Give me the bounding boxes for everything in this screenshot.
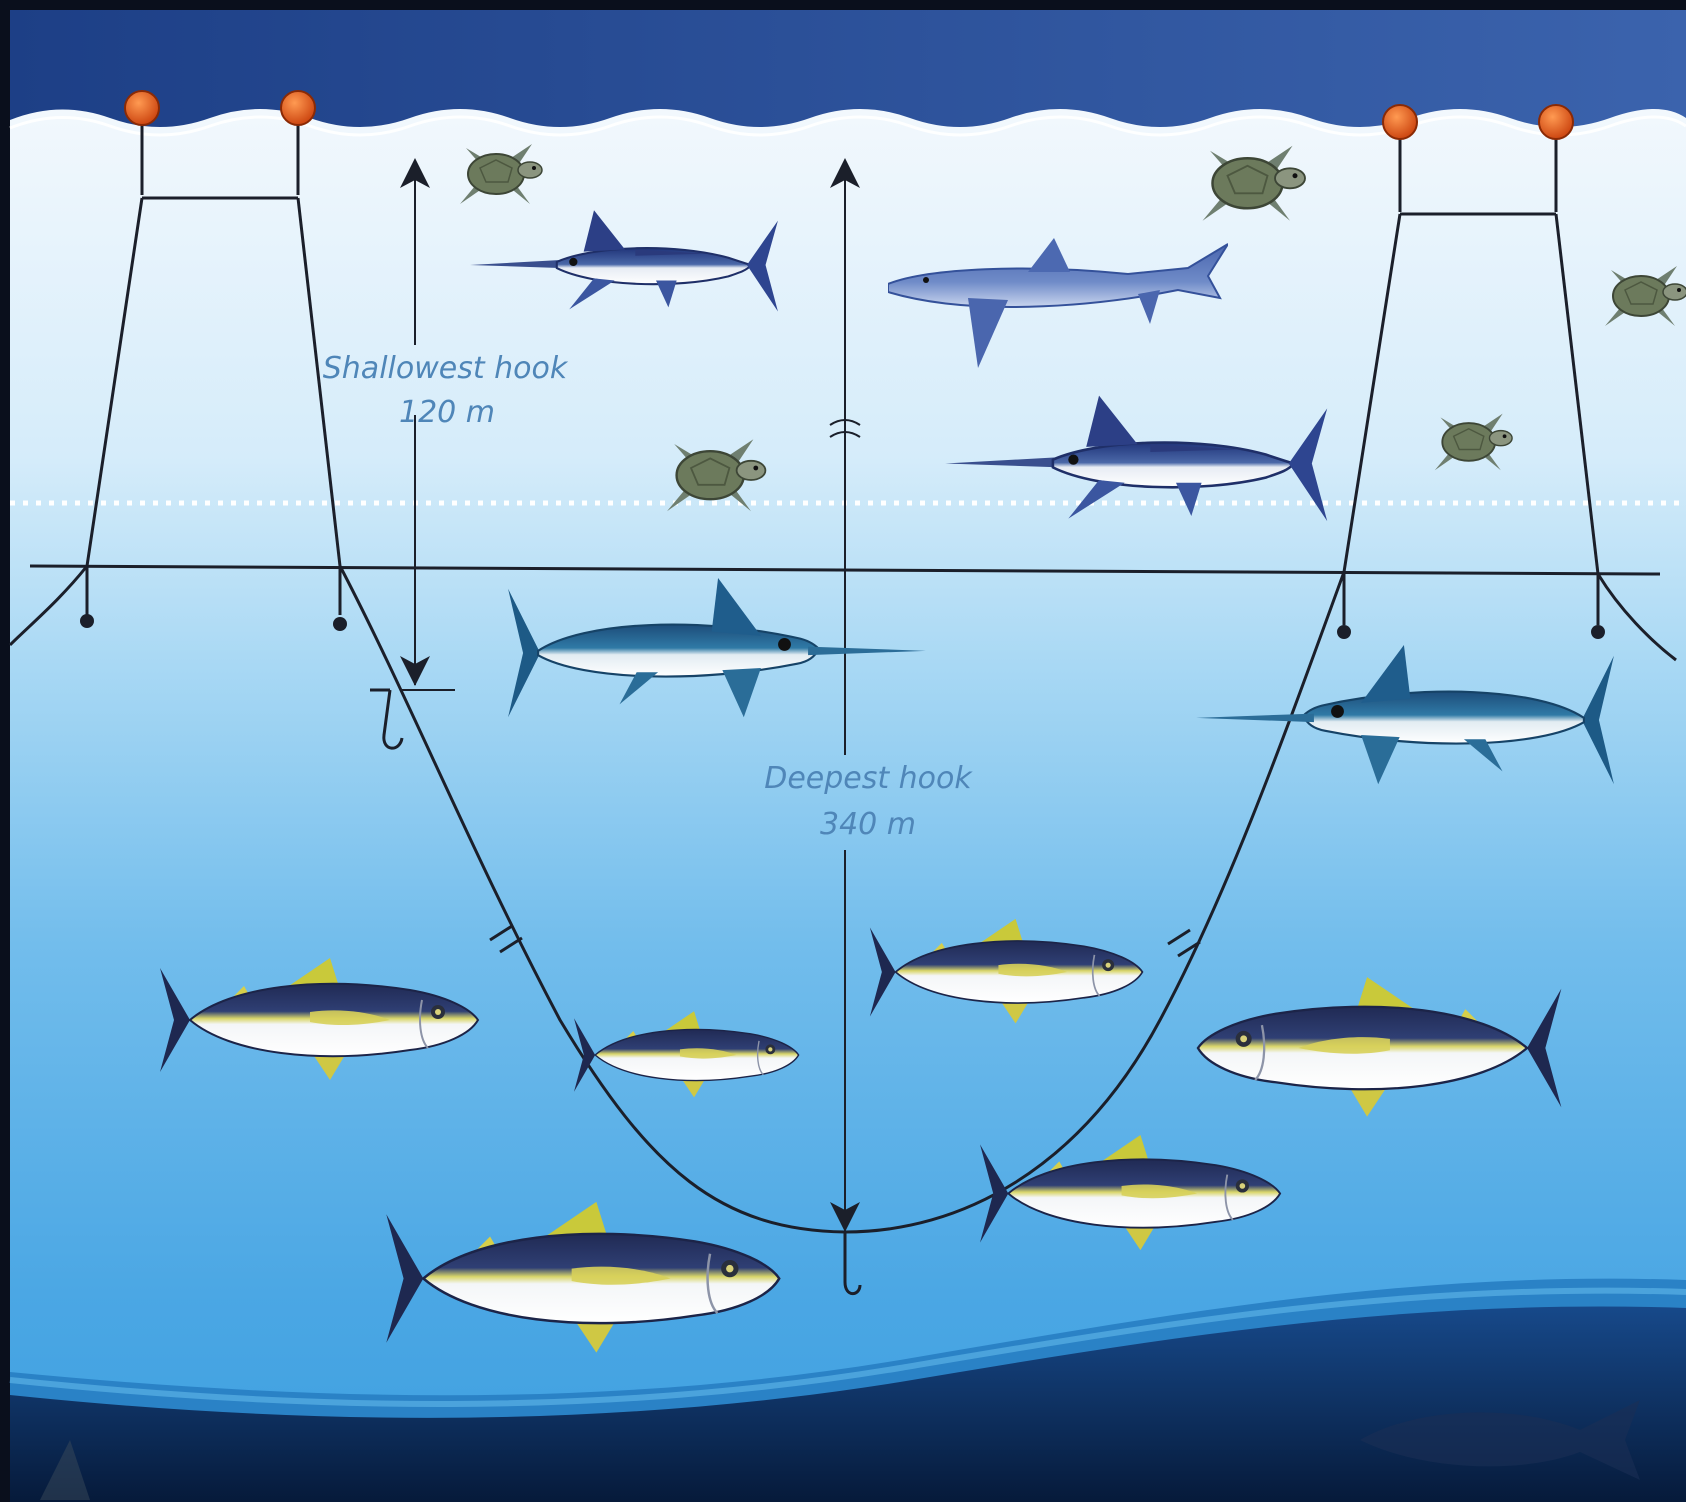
hook-weight — [80, 614, 94, 628]
buoy — [1539, 105, 1573, 139]
buoy — [1383, 105, 1417, 139]
shallowest-hook-label: Shallowest hook — [323, 351, 569, 386]
deepest-hook-label: Deepest hook — [764, 761, 973, 796]
deepest-hook-depth: 340 m — [820, 807, 916, 842]
buoy — [125, 91, 159, 125]
hook-weight — [333, 617, 347, 631]
hook-weight — [1591, 625, 1605, 639]
hook-weight — [1337, 625, 1351, 639]
buoy — [281, 91, 315, 125]
shallowest-hook-depth: 120 m — [399, 395, 495, 430]
